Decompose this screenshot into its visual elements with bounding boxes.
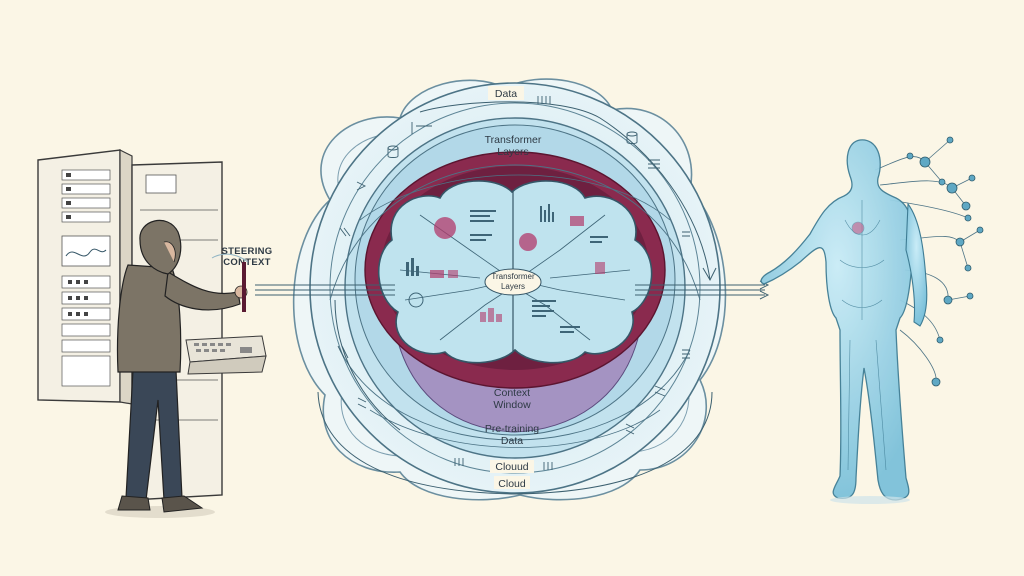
diagram-labels: Data Transformer Layers STEERING CONTEXT…	[222, 86, 542, 490]
keyboard-terminal	[185, 335, 267, 375]
center-transformer-label: Transformer	[491, 272, 535, 281]
outer-layers-label: Layers	[497, 146, 529, 158]
clouud-label: Clouud	[495, 461, 528, 473]
outer-transformer-label: Transformer	[485, 134, 542, 146]
data-label: Data	[495, 88, 517, 100]
database-icon	[387, 145, 399, 158]
data-bits-icon	[339, 227, 351, 237]
data-bits-icon	[682, 349, 690, 359]
translucent-humanoid	[760, 136, 984, 504]
database-icon	[626, 131, 638, 144]
data-bits-icon	[543, 462, 553, 470]
data-bits-icon	[357, 397, 367, 409]
steering-label: STEERING	[222, 246, 273, 257]
hooded-person	[105, 219, 249, 518]
data-bits-icon	[625, 423, 635, 435]
data-bits-icon	[682, 231, 690, 237]
cloud-label: Cloud	[498, 478, 526, 490]
center-layers-label: Layers	[501, 282, 525, 291]
data-flow-glyphs	[337, 96, 690, 470]
data-bits-icon	[337, 345, 349, 359]
pretraining-label-2: Data	[501, 435, 523, 447]
data-bits-icon	[454, 458, 464, 466]
data-bits-icon	[356, 181, 367, 191]
flow-lines	[255, 101, 770, 495]
data-bits-icon	[654, 385, 666, 397]
context-label: CONTEXT	[223, 257, 271, 268]
pretraining-label-1: Pre-training	[485, 423, 539, 435]
context-window-label-1: Context	[494, 387, 530, 399]
data-bits-icon	[537, 96, 551, 104]
data-bits-icon	[411, 122, 432, 134]
monitor-screen	[61, 235, 111, 267]
data-bits-icon	[648, 159, 660, 169]
context-window-label-2: Window	[493, 399, 531, 411]
brain-core: Transformer Layers	[378, 180, 653, 364]
